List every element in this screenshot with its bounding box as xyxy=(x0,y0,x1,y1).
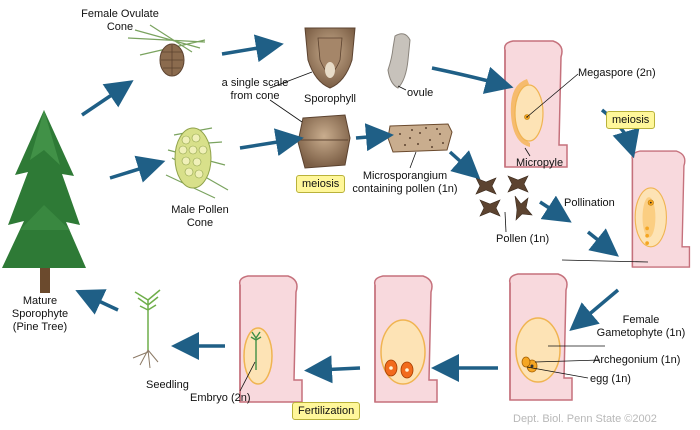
microsporangium-illustration xyxy=(387,123,453,153)
label-single-scale: a single scale from cone xyxy=(221,77,289,102)
highlight-meiosis-male: meiosis xyxy=(296,175,346,193)
label-female-cone: Female Ovulate Cone xyxy=(81,8,159,33)
female-cone-illustration xyxy=(127,24,206,77)
label-ovule: ovule xyxy=(407,87,434,99)
seedling-illustration xyxy=(132,289,161,369)
label-microsporangium: Microsporangium containing pollen (1n) xyxy=(352,170,458,195)
ovule-illustration xyxy=(387,33,411,89)
label-egg: egg (1n) xyxy=(590,373,631,385)
pollen-scale-illustration xyxy=(297,114,351,169)
pine-tree-illustration xyxy=(2,110,86,293)
leader-lines xyxy=(239,71,649,392)
highlight-meiosis-female: meiosis xyxy=(606,111,656,129)
label-micropyle: Micropyle xyxy=(516,157,564,169)
label-seedling: Seedling xyxy=(146,379,189,391)
label-mature-sporophyte: Mature Sporophyte (Pine Tree) xyxy=(11,295,69,333)
label-female-gametophyte: Female Gametophyte (1n) xyxy=(596,314,686,339)
highlight-fertilization: Fertilization xyxy=(292,402,361,420)
ovule-stage-fertilized xyxy=(373,275,438,403)
male-cone-illustration xyxy=(165,127,229,199)
label-pollination: Pollination xyxy=(564,197,615,209)
credit-text: Dept. Biol. Penn State ©2002 xyxy=(513,413,657,425)
ovule-stage-megaspore xyxy=(503,40,568,168)
label-sporophyll: Sporophyll xyxy=(304,93,356,105)
sporophyll-illustration xyxy=(304,27,356,89)
ovule-stage-female-gametophyte xyxy=(508,273,573,401)
label-pollen: Pollen (1n) xyxy=(496,233,550,245)
ovule-stage-pollination xyxy=(631,150,691,268)
label-embryo: Embryo (2n) xyxy=(190,392,251,404)
label-male-cone: Male Pollen Cone xyxy=(171,204,229,229)
label-megaspore: Megaspore (2n) xyxy=(578,67,656,79)
ovule-stage-embryo xyxy=(238,275,303,403)
pollen-grains-illustration xyxy=(475,175,533,221)
label-archegonium: Archegonium (1n) xyxy=(593,354,681,366)
